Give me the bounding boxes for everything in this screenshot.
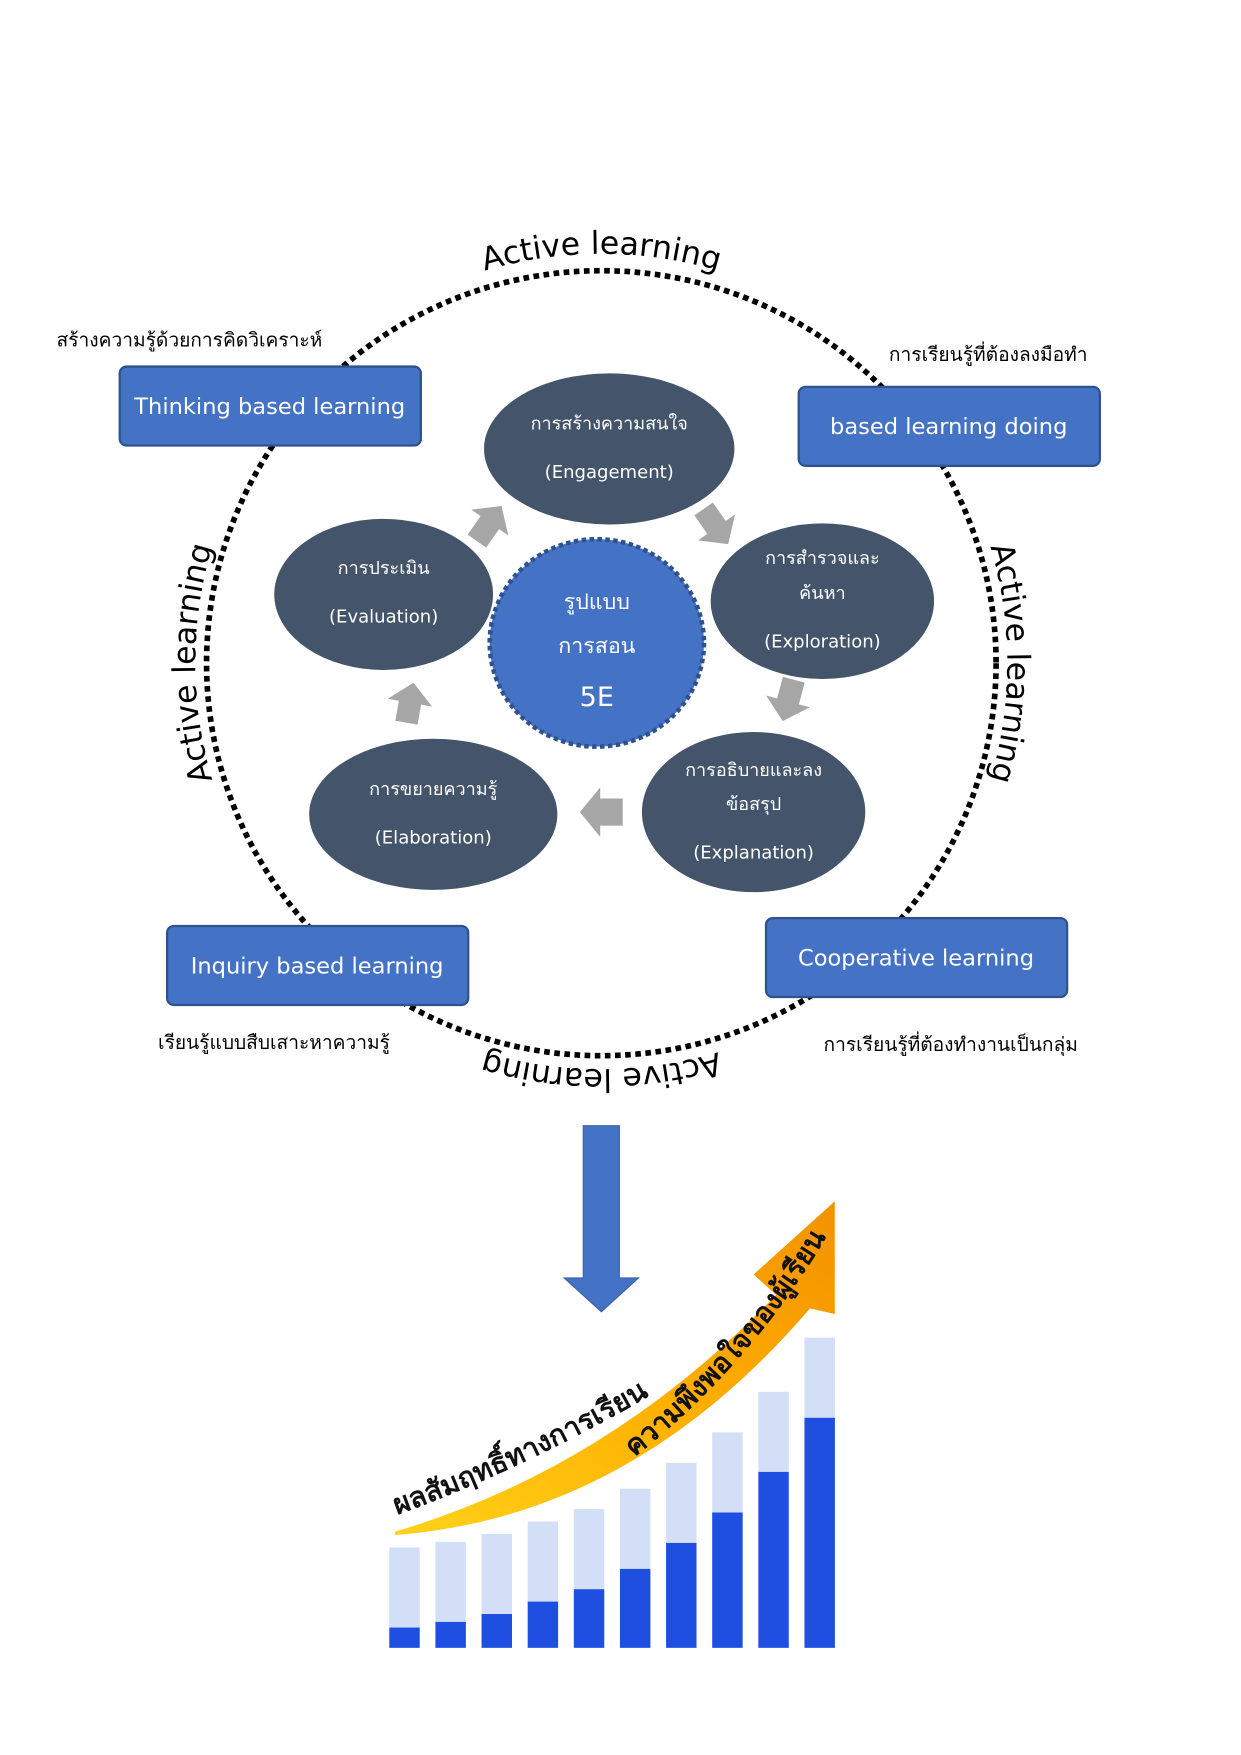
approach-inquiry: Inquiry based learning เรียนรู้แบบสืบเสา…	[158, 924, 470, 1054]
stage-evaluation: การประเมิน (Evaluation)	[271, 516, 496, 673]
approach-label: Thinking based learning	[133, 394, 405, 420]
approach-label: based learning doing	[830, 414, 1067, 440]
ring-label-left: Active learning	[167, 539, 220, 787]
stage-thai: การสร้างความสนใจ	[531, 413, 688, 435]
bar-dark-segment	[481, 1614, 512, 1648]
stage-thai: การประเมิน	[338, 558, 430, 579]
center-5e: รูปแบบ การสอน 5E	[487, 536, 707, 749]
satisfaction-label: ความพึงพอใจของผู้เรียน	[618, 1222, 833, 1462]
approach-cooperative: Cooperative learning การเรียนรู้ที่ต้องท…	[764, 916, 1078, 1057]
ring-label-top: Active learning	[477, 226, 725, 279]
approach-thinking: Thinking based learning สร้างความรู้ด้วย…	[57, 328, 422, 447]
stage-eng: (Exploration)	[764, 631, 881, 652]
bar-light-segment	[573, 1509, 605, 1590]
stage-thai: การอธิบายและลง	[685, 760, 822, 781]
stage-explanation: การอธิบายและลง ข้อสรุป (Explanation)	[639, 729, 868, 895]
cycle-arrow-icon	[387, 682, 433, 725]
bar-dark-segment	[712, 1512, 743, 1648]
bar-dark-segment	[527, 1601, 559, 1648]
bar-dark-segment	[573, 1589, 605, 1648]
bar-light-segment	[389, 1547, 420, 1628]
growth-bars	[389, 1337, 835, 1648]
stage-thai: ค้นหา	[799, 583, 845, 604]
bar-light-segment	[527, 1521, 559, 1602]
bar-dark-segment	[435, 1621, 466, 1648]
stage-thai: ข้อสรุป	[726, 794, 781, 815]
approach-label: Inquiry based learning	[191, 953, 444, 979]
ring-label-bottom: Active learning	[477, 1045, 725, 1098]
bar-light-segment	[619, 1488, 651, 1569]
cycle-arrow-icon	[694, 502, 736, 545]
stage-eng: (Evaluation)	[329, 607, 438, 628]
center-text: การสอน	[558, 634, 635, 659]
approach-doing: based learning doing การเรียนรู้ที่ต้องล…	[797, 341, 1101, 467]
stage-elaboration: การขยายความรู้ (Elaboration)	[306, 736, 560, 893]
down-arrow-icon	[562, 1125, 641, 1313]
approach-caption: สร้างความรู้ด้วยการคิดวิเคราะห์	[57, 328, 323, 351]
center-text: รูปแบบ	[564, 590, 630, 615]
approach-caption: การเรียนรู้ที่ต้องลงมือทำ	[889, 341, 1088, 366]
center-text: 5E	[580, 682, 614, 713]
bar-dark-segment	[619, 1568, 651, 1648]
stage-eng: (Elaboration)	[375, 828, 492, 849]
stage-eng: (Engagement)	[545, 462, 674, 483]
stage-eng: (Explanation)	[693, 842, 814, 863]
stage-engagement: การสร้างความสนใจ (Engagement)	[481, 371, 737, 527]
stage-thai: การสำรวจและ	[765, 548, 880, 569]
bar-light-segment	[758, 1391, 789, 1472]
approach-caption: เรียนรู้แบบสืบเสาะหาความรู้	[158, 1031, 390, 1054]
ring-label-right: Active learning	[983, 539, 1036, 787]
approach-caption: การเรียนรู้ที่ต้องทำงานเป็นกลุ่ม	[824, 1031, 1078, 1057]
bar-light-segment	[712, 1432, 743, 1513]
growth-curve-arrow-icon	[394, 1201, 835, 1536]
bar-dark-segment	[666, 1542, 697, 1648]
bar-light-segment	[435, 1541, 466, 1622]
bar-light-segment	[481, 1533, 512, 1615]
approach-label: Cooperative learning	[798, 945, 1034, 971]
bar-dark-segment	[758, 1471, 789, 1648]
bar-dark-segment	[804, 1417, 835, 1648]
cycle-arrow-icon	[579, 787, 623, 837]
active-learning-ring	[203, 267, 999, 1059]
bar-light-segment	[804, 1337, 835, 1418]
bar-light-segment	[666, 1462, 697, 1543]
bar-dark-segment	[389, 1627, 420, 1648]
cycle-arrow-icon	[766, 676, 810, 722]
cycle-arrow-icon	[467, 505, 509, 548]
stage-thai: การขยายความรู้	[369, 779, 498, 800]
stage-exploration: การสำรวจและ ค้นหา (Exploration)	[708, 521, 937, 682]
